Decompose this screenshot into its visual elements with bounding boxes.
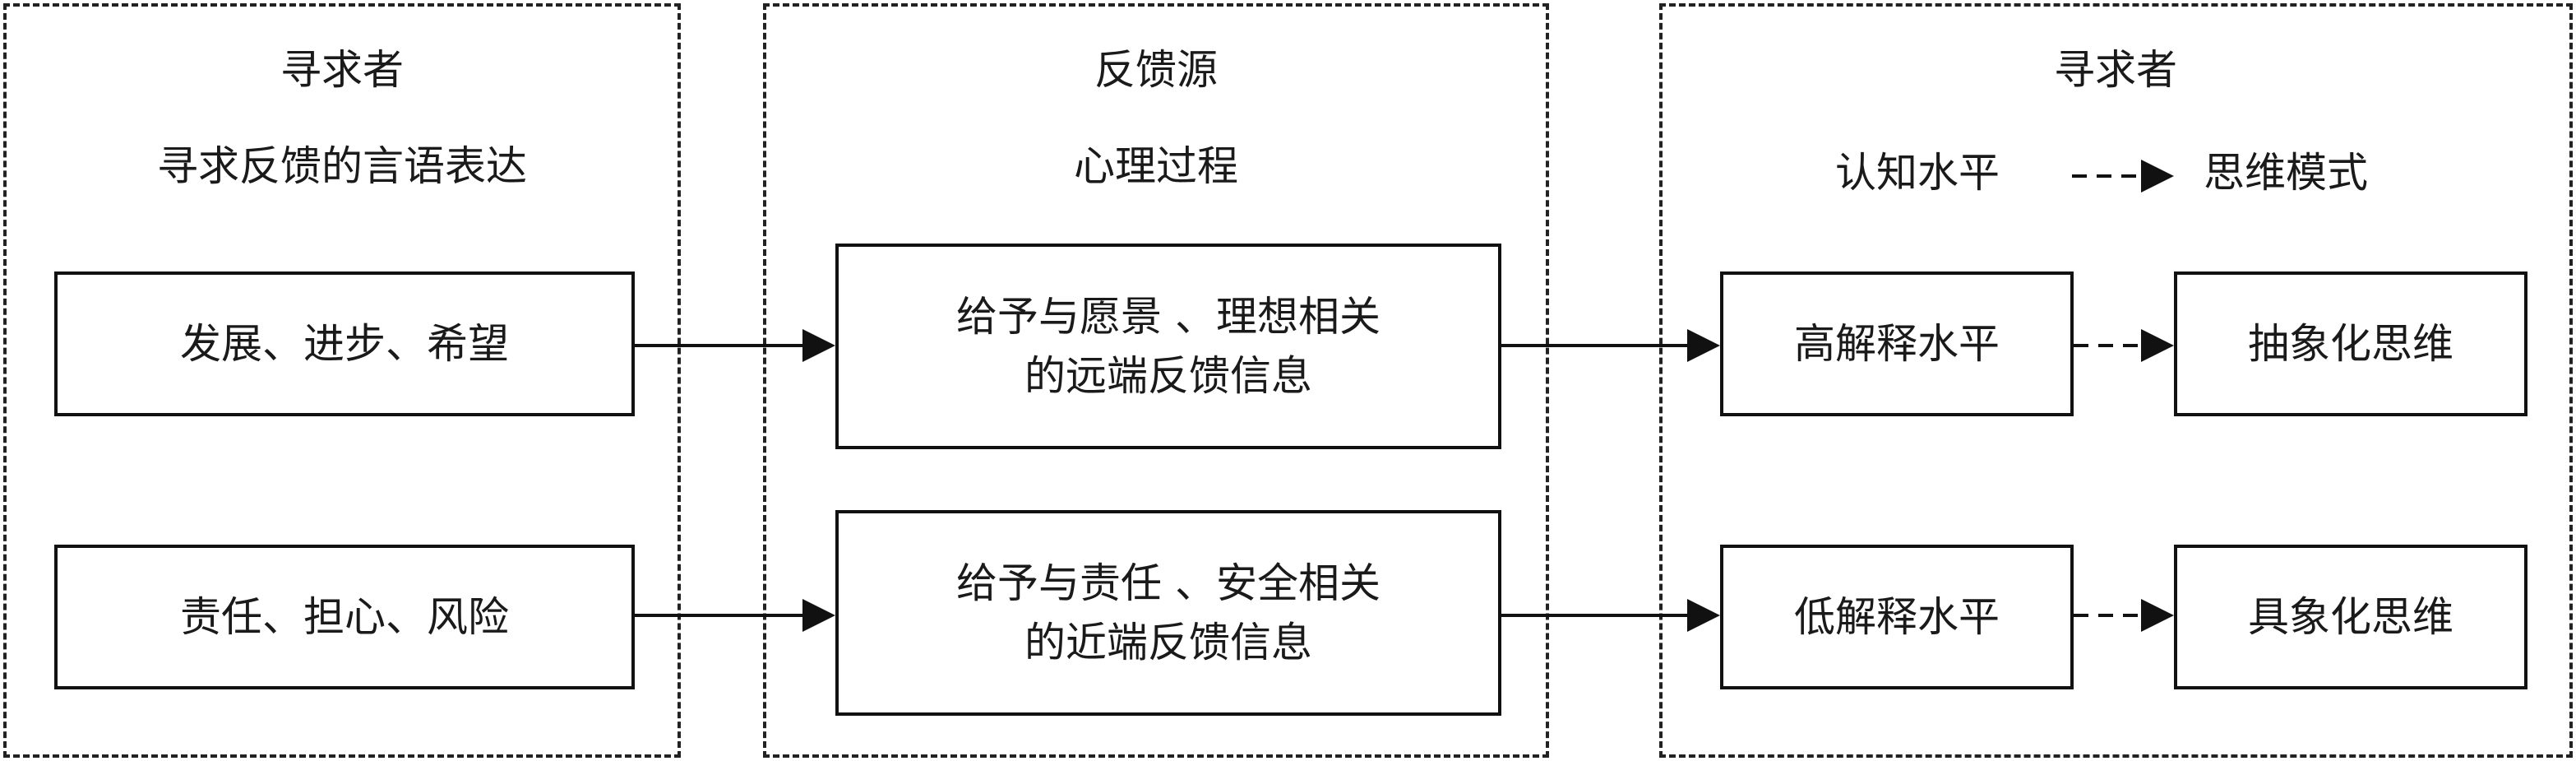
right-panel-title: 寻求者 [2054, 46, 2177, 94]
feedback-source-panel [763, 3, 1549, 758]
middle-box-distal-line1: 给予与愿景 、理想相关 [956, 293, 1380, 341]
left-box-responsibility-label: 责任、担心、风险 [180, 593, 509, 641]
left-box-development-label: 发展、进步、希望 [180, 320, 509, 368]
middle-box-proximal-line2: 的近端反馈信息 [1024, 619, 1312, 666]
right-box-high-construal-label: 高解释水平 [1794, 320, 2000, 368]
cognitive-level-header: 认知水平 [1835, 149, 2000, 197]
right-box-abstract-thinking-label: 抽象化思维 [2248, 320, 2453, 368]
right-box-abstract-thinking: 抽象化思维 [2174, 271, 2527, 416]
middle-box-proximal-line1: 给予与责任 、安全相关 [956, 559, 1380, 607]
middle-panel-subtitle: 心理过程 [1074, 142, 1238, 190]
right-box-concrete-thinking: 具象化思维 [2174, 545, 2527, 689]
right-box-concrete-thinking-label: 具象化思维 [2248, 593, 2453, 641]
middle-box-distal-feedback: 给予与愿景 、理想相关 的远端反馈信息 [835, 244, 1501, 449]
right-box-low-construal-label: 低解释水平 [1794, 593, 2000, 641]
middle-box-proximal-feedback: 给予与责任 、安全相关 的近端反馈信息 [835, 510, 1501, 716]
left-box-development: 发展、进步、希望 [54, 271, 635, 416]
left-panel-title: 寻求者 [280, 46, 404, 94]
middle-box-distal-line2: 的远端反馈信息 [1024, 352, 1312, 400]
middle-panel-title: 反馈源 [1094, 46, 1218, 94]
thinking-mode-header: 思维模式 [2204, 149, 2368, 197]
right-box-low-construal: 低解释水平 [1720, 545, 2074, 689]
right-box-high-construal: 高解释水平 [1720, 271, 2074, 416]
left-box-responsibility: 责任、担心、风险 [54, 545, 635, 689]
left-panel-subtitle: 寻求反馈的言语表达 [157, 142, 527, 190]
seeker-panel-left [3, 3, 681, 758]
seeker-panel-right [1659, 3, 2573, 758]
